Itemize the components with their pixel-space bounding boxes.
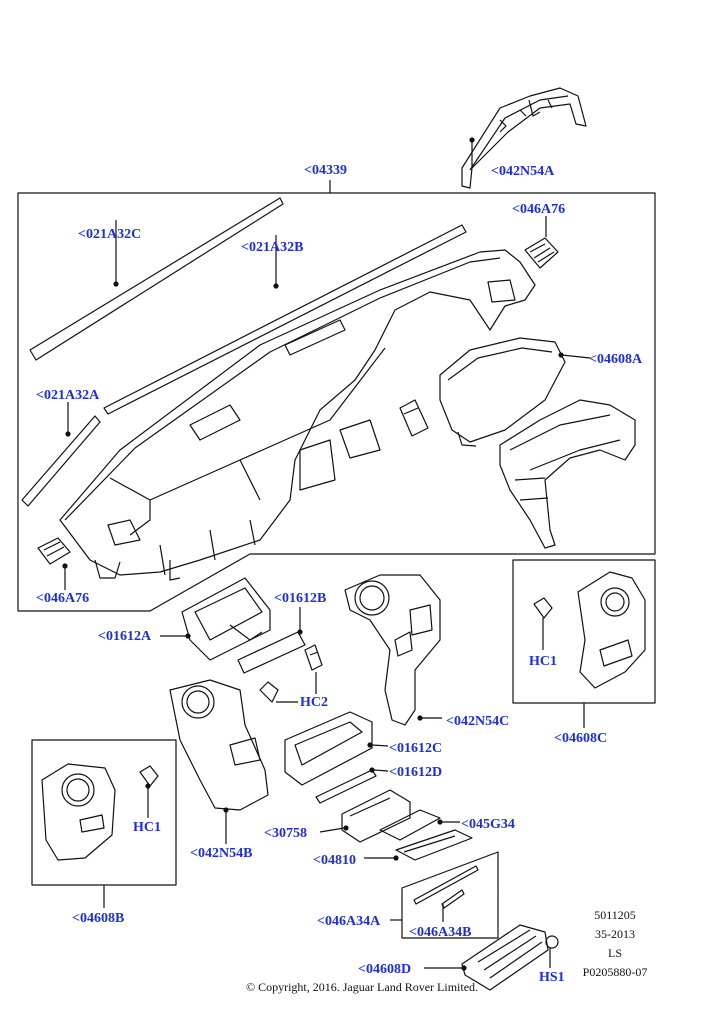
label-hc2[interactable]: HC2 [300,695,328,710]
hc1-clip-left-part [139,765,159,787]
strip-d-part [315,769,377,804]
label-04608a[interactable]: <04608A [589,352,643,367]
label-042n54a[interactable]: <042N54A [491,164,555,179]
tray-30758-part [341,789,411,843]
hc2-clip-part [259,644,323,703]
reference-line-4: P0205880-07 [582,965,648,979]
instrument-panel-part [59,249,536,581]
bottom-vent-part [37,537,71,565]
dash-clip-part [399,399,429,437]
trim-strip-b [103,224,467,415]
reference-line-2: 35-2013 [595,927,635,941]
bezel-c-part [284,711,373,786]
dash-frame-part [499,399,636,549]
panel-04810-part [395,829,473,861]
label-01612a[interactable]: <01612A [98,629,152,644]
label-04608d[interactable]: <04608D [358,962,412,977]
insert-045g34-part [379,809,441,841]
panel-04608d-part [461,924,549,991]
label-046a34a[interactable]: <046A34A [317,914,381,929]
label-021a32b[interactable]: <021A32B [241,240,304,255]
reference-block: 5011205 35-2013 LS P0205880-07 [570,906,660,982]
screw-hs1-part [545,935,559,968]
center-cover-b-part [237,631,306,674]
copyright-notice: © Copyright, 2016. Jaguar Land Rover Lim… [245,980,479,994]
label-01612c[interactable]: <01612C [389,741,443,756]
label-hc1-left[interactable]: HC1 [133,820,161,835]
label-042n54c[interactable]: <042N54C [446,714,510,729]
side-panel-b-part [169,679,269,811]
cluster-hood-part [439,337,566,447]
cover-c-part [577,571,646,689]
top-vent-part [524,237,559,269]
box-04608b [31,739,177,886]
label-046a34b[interactable]: <046A34B [409,925,472,940]
reference-line-1: 5011205 [594,908,636,922]
dashboard-group-box [17,192,656,612]
cover-b-part [41,763,116,861]
label-021a32a[interactable]: <021A32A [36,388,100,403]
trim-strip-a [21,415,101,507]
label-hs1[interactable]: HS1 [539,970,565,985]
label-hc1-right[interactable]: HC1 [529,654,557,669]
label-046a76-top[interactable]: <046A76 [512,202,566,217]
side-panel-c-part [344,574,441,726]
trim-strip-c [29,197,284,361]
hc1-clip-right-part [533,597,553,619]
label-30758[interactable]: <30758 [264,826,307,841]
label-046a76-bottom[interactable]: <046A76 [36,591,90,606]
label-01612b[interactable]: <01612B [274,591,327,606]
label-042n54b[interactable]: <042N54B [190,846,253,861]
label-04339[interactable]: <04339 [304,163,347,178]
label-045g34[interactable]: <045G34 [461,817,515,832]
upper-bracket-part [461,87,587,189]
reference-line-3: LS [607,946,622,960]
label-021a32c[interactable]: <021A32C [78,227,142,242]
label-04608b[interactable]: <04608B [72,911,125,926]
center-panel-a-part [181,577,271,661]
label-04608c[interactable]: <04608C [554,731,608,746]
label-01612d[interactable]: <01612D [389,765,443,780]
label-04810[interactable]: <04810 [313,853,356,868]
